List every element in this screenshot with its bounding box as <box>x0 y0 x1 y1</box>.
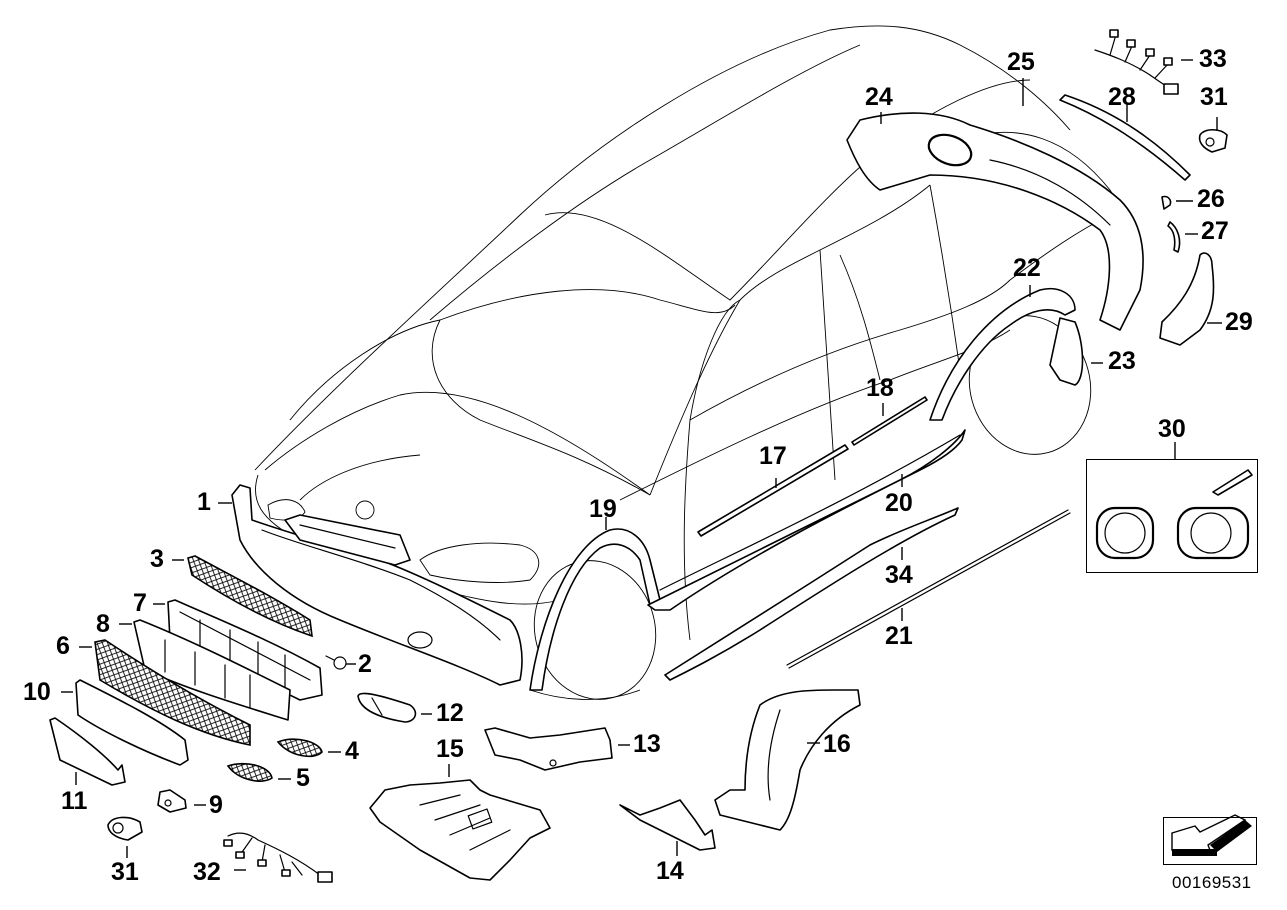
label-31-front[interactable]: 31 <box>111 858 139 886</box>
label-28[interactable]: 28 <box>1108 83 1136 111</box>
part-27-reflector[interactable] <box>1167 221 1181 253</box>
label-2[interactable]: 2 <box>358 650 372 678</box>
diagram-id: 00169531 <box>1172 873 1252 892</box>
label-15[interactable]: 15 <box>436 735 464 763</box>
part-8-lower-frame[interactable] <box>133 619 291 721</box>
label-33[interactable]: 33 <box>1199 45 1227 73</box>
label-13[interactable]: 13 <box>633 730 661 758</box>
part-4-side-grille[interactable] <box>276 738 323 758</box>
label-16[interactable]: 16 <box>823 730 851 758</box>
label-24[interactable]: 24 <box>865 83 893 111</box>
label-9[interactable]: 9 <box>209 791 223 819</box>
label-7[interactable]: 7 <box>133 589 147 617</box>
part-14-underbody-guide[interactable] <box>619 799 716 851</box>
part-31-pdc-sensor-front[interactable] <box>107 816 143 841</box>
label-31-rear[interactable]: 31 <box>1200 83 1228 111</box>
label-19[interactable]: 19 <box>589 495 617 523</box>
part-12-fog-trim[interactable] <box>357 692 417 723</box>
part-13-air-duct[interactable] <box>484 727 613 771</box>
label-30[interactable]: 30 <box>1158 415 1186 443</box>
part-6-mesh-grille[interactable] <box>94 639 251 746</box>
part-21-sill-strip[interactable] <box>786 509 1071 669</box>
part-23-rear-arch-extension[interactable] <box>1049 317 1084 386</box>
part-2-plug[interactable] <box>325 655 347 670</box>
label-23[interactable]: 23 <box>1108 347 1136 375</box>
label-4[interactable]: 4 <box>345 737 359 765</box>
navigation-arrow-box[interactable] <box>1163 817 1257 865</box>
label-6[interactable]: 6 <box>56 632 70 660</box>
label-27[interactable]: 27 <box>1201 217 1229 245</box>
label-22[interactable]: 22 <box>1013 254 1041 282</box>
part-20-side-sill[interactable] <box>647 429 966 611</box>
part-16-wheel-arch-liner[interactable] <box>714 689 861 831</box>
label-26[interactable]: 26 <box>1197 185 1225 213</box>
part-5-side-grille[interactable] <box>226 762 273 782</box>
part-31-pdc-sensor-rear[interactable] <box>1198 128 1228 153</box>
label-3[interactable]: 3 <box>150 545 164 573</box>
label-1[interactable]: 1 <box>197 488 211 516</box>
inset-part-30 <box>1086 459 1258 573</box>
part-17-front-door-moulding[interactable] <box>697 444 849 537</box>
part-11-plate-bracket[interactable] <box>49 717 126 786</box>
part-24-rear-bumper[interactable] <box>846 112 1144 331</box>
part-3-grille-strip[interactable] <box>187 555 313 638</box>
part-30-tailpipe-trims[interactable] <box>1095 469 1253 560</box>
label-29[interactable]: 29 <box>1225 308 1253 336</box>
label-32[interactable]: 32 <box>193 858 221 886</box>
part-22-rear-arch-trim[interactable] <box>929 288 1076 421</box>
label-14[interactable]: 14 <box>656 857 684 885</box>
label-8[interactable]: 8 <box>96 610 110 638</box>
label-11[interactable]: 11 <box>61 787 88 815</box>
part-32-harness-front[interactable] <box>223 832 333 883</box>
part-18-rear-door-moulding[interactable] <box>851 396 928 446</box>
arrow-down-left-icon[interactable] <box>1171 814 1252 856</box>
label-21[interactable]: 21 <box>885 622 913 650</box>
part-29-side-bracket[interactable] <box>1159 252 1215 346</box>
part-9-sensor-bracket[interactable] <box>157 789 187 813</box>
label-20[interactable]: 20 <box>885 489 913 517</box>
part-1-front-bumper[interactable] <box>231 484 523 686</box>
label-12[interactable]: 12 <box>436 699 464 727</box>
label-5[interactable]: 5 <box>296 764 310 792</box>
part-28-rear-moulding[interactable] <box>1059 94 1191 181</box>
part-33-harness-rear[interactable] <box>1094 29 1179 95</box>
part-10-plate-base[interactable] <box>75 679 189 766</box>
label-18[interactable]: 18 <box>866 374 894 402</box>
label-10[interactable]: 10 <box>23 678 51 706</box>
part-26-clip[interactable] <box>1161 195 1172 210</box>
part-19-front-arch-trim[interactable] <box>529 528 661 691</box>
label-17[interactable]: 17 <box>759 442 787 470</box>
label-25[interactable]: 25 <box>1007 48 1035 76</box>
part-34-sill-lower-trim[interactable] <box>664 507 959 681</box>
leader-lines <box>61 59 1222 871</box>
label-34[interactable]: 34 <box>885 561 913 589</box>
part-15-underbody-plate[interactable] <box>369 779 551 881</box>
